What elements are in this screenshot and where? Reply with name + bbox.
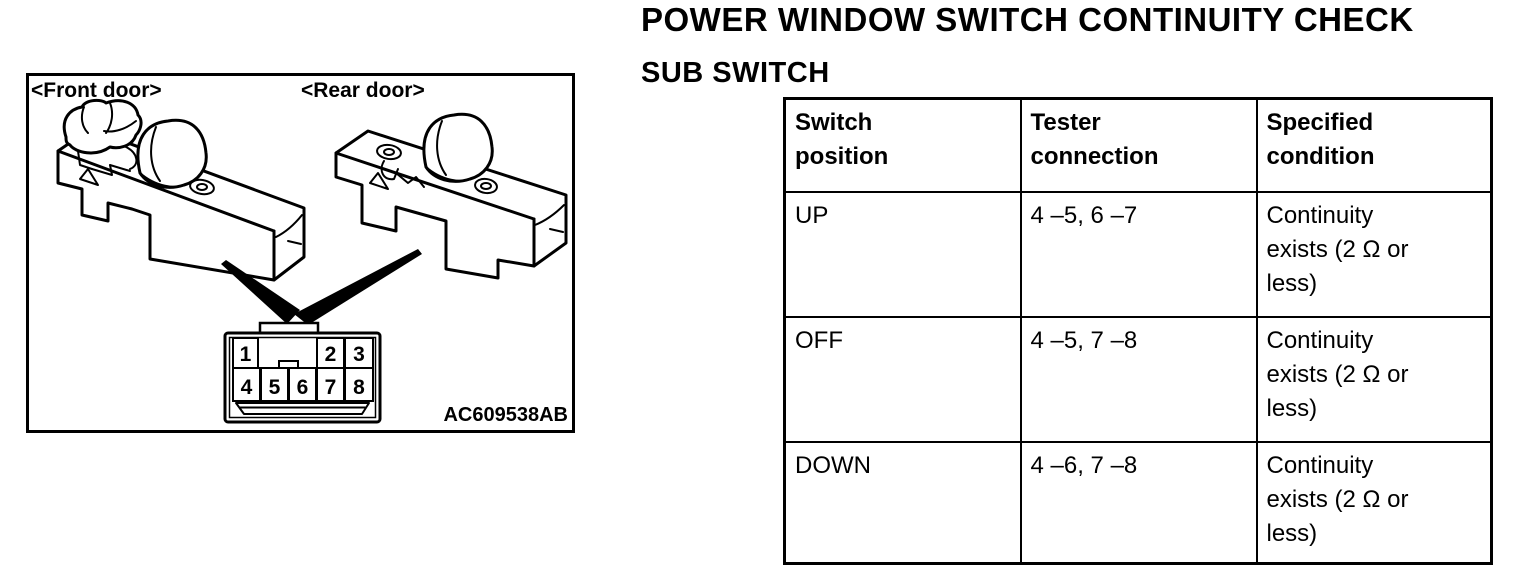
section-subtitle: SUB SWITCH (641, 57, 830, 89)
front-door-switch-drawing (56, 98, 306, 282)
col-header-tester-connection: Tester connection (1019, 97, 1258, 193)
leader-lines (221, 249, 422, 325)
connector-pin-7: 7 (325, 376, 337, 399)
connector-pin-2: 2 (325, 343, 337, 366)
switch-illustration: 1 2 3 4 5 6 7 8 (56, 98, 568, 424)
cell-switch-position: OFF (783, 315, 1022, 443)
connector-pin-5: 5 (269, 376, 281, 399)
table-row: DOWN 4 –6, 7 –8 Continuity exists (2 Ω o… (783, 440, 1493, 565)
rear-door-switch-drawing (334, 112, 568, 280)
connector-pin-4: 4 (241, 376, 253, 399)
switch-figure: <Front door> <Rear door> AC609538AB (26, 73, 575, 433)
figure-code: AC609538AB (443, 404, 568, 426)
cell-switch-position: DOWN (783, 440, 1022, 565)
col-header-switch-position: Switch position (783, 97, 1022, 193)
table-row: OFF 4 –5, 7 –8 Continuity exists (2 Ω or… (783, 315, 1493, 443)
connector-pin-1: 1 (240, 343, 252, 366)
continuity-table: Switch position Tester connection Specif… (783, 97, 1493, 565)
page-title: POWER WINDOW SWITCH CONTINUITY CHECK (641, 1, 1414, 38)
cell-tester-connection: 4 –6, 7 –8 (1019, 440, 1258, 565)
front-door-label: <Front door> (31, 79, 162, 102)
connector-pinout-drawing: 1 2 3 4 5 6 7 8 (223, 321, 382, 424)
connector-pin-8: 8 (353, 376, 365, 399)
table-row: UP 4 –5, 6 –7 Continuity exists (2 Ω or … (783, 190, 1493, 318)
cell-switch-position: UP (783, 190, 1022, 318)
table-header-row: Switch position Tester connection Specif… (783, 97, 1493, 193)
rear-door-label: <Rear door> (301, 79, 425, 102)
col-header-specified-condition: Specified condition (1255, 97, 1493, 193)
cell-tester-connection: 4 –5, 7 –8 (1019, 315, 1258, 443)
cell-specified-condition: Continuity exists (2 Ω or less) (1255, 315, 1493, 443)
connector-pin-6: 6 (297, 376, 309, 399)
connector-pin-3: 3 (353, 343, 365, 366)
cell-specified-condition: Continuity exists (2 Ω or less) (1255, 440, 1493, 565)
cell-specified-condition: Continuity exists (2 Ω or less) (1255, 190, 1493, 318)
cell-tester-connection: 4 –5, 6 –7 (1019, 190, 1258, 318)
